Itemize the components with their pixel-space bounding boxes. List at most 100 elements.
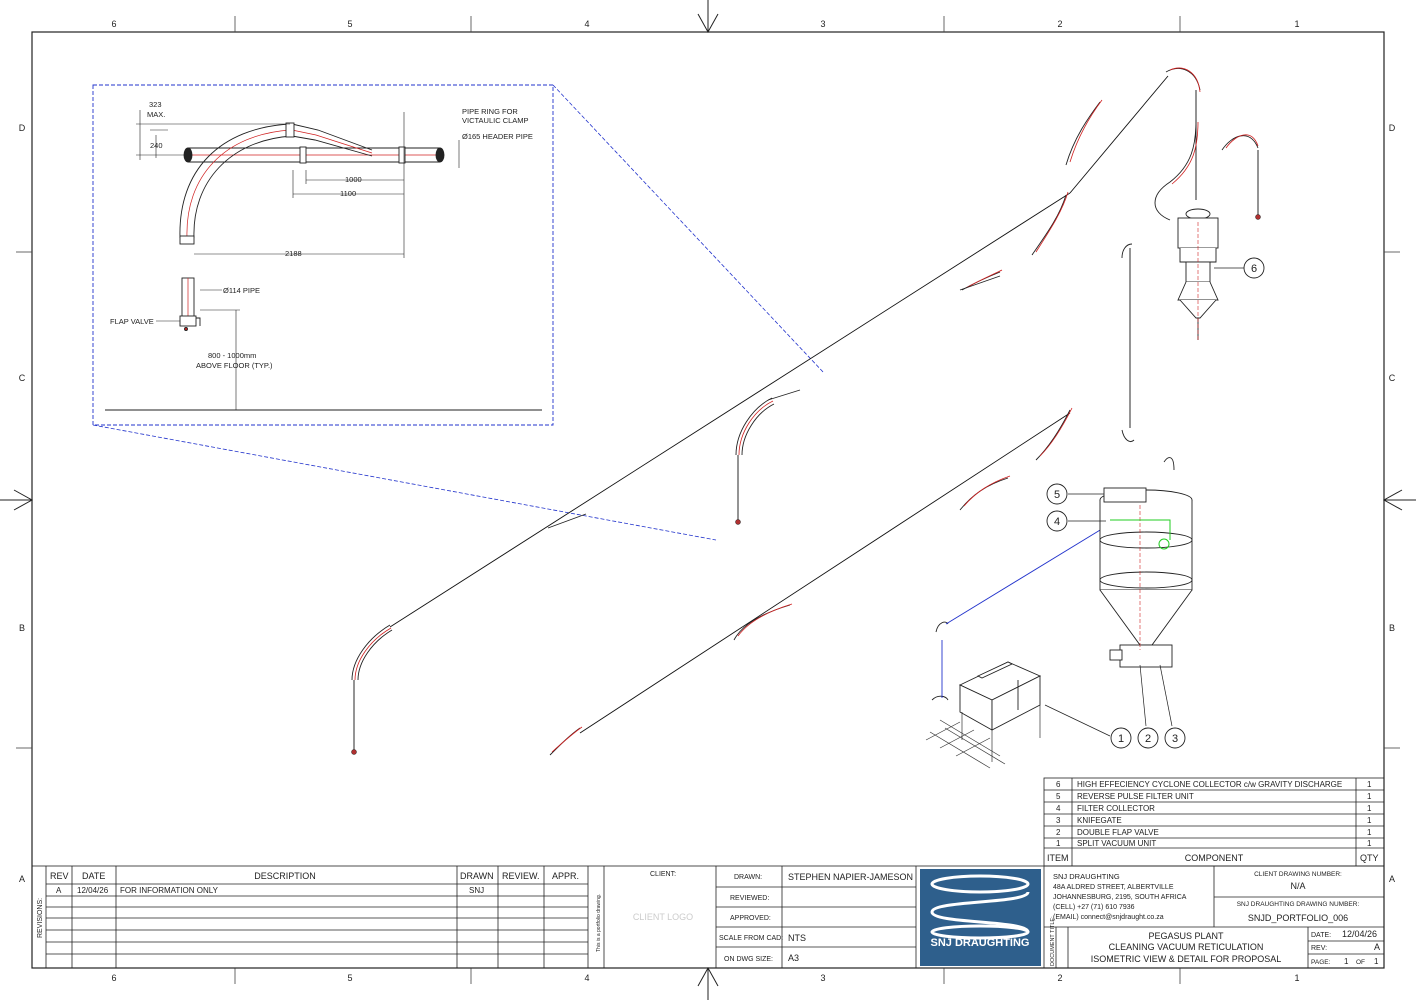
balloon-1: 1 [1118, 733, 1124, 745]
detail-bend [179, 122, 373, 245]
page-value: 1 [1344, 957, 1349, 966]
page-label: PAGE: [1311, 959, 1331, 966]
rev-label: REV: [1311, 945, 1327, 952]
rev-col-appr: APPR. [552, 871, 579, 881]
bom-qty-4: 1 [1367, 804, 1372, 813]
balloon-leaders [1044, 267, 1244, 737]
detail-view: 323 MAX. 240 PIPE RING FOR VICTAULIC CLA… [92, 84, 825, 541]
company-email: (EMAIL) connect@snjdraught.co.za [1053, 914, 1164, 921]
pipe-bends [351, 67, 1259, 756]
dwg-size-value: A3 [788, 953, 799, 963]
col-label-top-5: 5 [347, 19, 352, 29]
label-flap-valve: FLAP VALVE [110, 317, 154, 326]
row-label-left-d: D [19, 123, 26, 133]
detail-leader-bottom [92, 424, 717, 541]
company-addr2: JOHANNESBURG, 2195, SOUTH AFRICA [1053, 894, 1187, 901]
split-vacuum-unit [925, 661, 1042, 769]
snj-drawing-number: SNJD_PORTFOLIO_006 [1248, 913, 1348, 923]
cyclone-collector [1177, 208, 1219, 340]
filter-collector [1099, 487, 1193, 668]
label-pipe-ring-2: VICTAULIC CLAMP [462, 116, 529, 125]
detail-dimensions [136, 110, 460, 410]
col-label-bottom-1: 1 [1294, 973, 1299, 983]
info-fields: DRAWN: STEPHEN NAPIER-JAMESON REVIEWED: … [719, 872, 913, 963]
reviewed-label: REVIEWED: [730, 895, 769, 902]
drawing-numbers: CLIENT DRAWING NUMBER: N/A SNJ DRAUGHTIN… [1237, 871, 1360, 923]
title-line-3: ISOMETRIC VIEW & DETAIL FOR PROPOSAL [1091, 954, 1282, 964]
scale-value: NTS [788, 933, 806, 943]
balloon-3: 3 [1172, 733, 1178, 745]
balloon-numbers: 1 2 3 4 5 6 [1054, 263, 1257, 745]
row-label-right-d: D [1389, 123, 1396, 133]
row-label-left-a: A [19, 874, 25, 884]
col-label-bottom-6: 6 [111, 973, 116, 983]
col-label-bottom-5: 5 [347, 973, 352, 983]
rev-a-description: FOR INFORMATION ONLY [120, 886, 219, 895]
portfolio-note: This is a portfolio drawing. [596, 894, 602, 952]
client-drawing-number: N/A [1290, 881, 1305, 891]
balloon-2: 2 [1145, 733, 1151, 745]
detail-header-pipe [183, 146, 445, 164]
company-cell: (CELL) +27 (71) 610 7936 [1053, 904, 1135, 911]
bom-header-item: ITEM [1047, 853, 1069, 863]
bom-header-component: COMPONENT [1185, 853, 1244, 863]
bom-qty-5: 1 [1367, 792, 1372, 801]
pipe-end-caps [351, 214, 1261, 755]
rev-col-drawn: DRAWN [460, 871, 494, 881]
company-details: SNJ DRAUGHTING 48A ALDRED STREET, ALBERT… [1053, 872, 1187, 921]
bom-item-6: 6 [1056, 780, 1061, 789]
balloon-4: 4 [1054, 516, 1060, 528]
bom-qty-3: 1 [1367, 816, 1372, 825]
drawn-value: STEPHEN NAPIER-JAMESON [788, 872, 913, 882]
title-line-1: PEGASUS PLANT [1148, 931, 1224, 941]
label-floor-2: ABOVE FLOOR (TYP.) [196, 361, 273, 370]
snj-drawing-number-label: SNJ DRAUGHTING DRAWING NUMBER: [1237, 901, 1360, 908]
bom-item-2: 2 [1056, 828, 1061, 837]
detail-frame [92, 84, 554, 426]
document-title: DOCUMENT TITLE: PEGASUS PLANT CLEANING V… [1050, 916, 1380, 966]
label-pipe-ring-1: PIPE RING FOR [462, 107, 518, 116]
detail-annotations: 323 MAX. 240 PIPE RING FOR VICTAULIC CLA… [110, 100, 533, 370]
dim-max: MAX. [147, 110, 165, 119]
page-of-label: OF [1356, 959, 1365, 966]
detail-leader-top [552, 84, 825, 374]
balloon-5: 5 [1054, 489, 1060, 501]
title-line-2: CLEANING VACUUM RETICULATION [1109, 942, 1264, 952]
rev-col-rev: REV [50, 871, 69, 881]
bom-comp-4: FILTER COLLECTOR [1077, 804, 1155, 813]
bom-comp-2: DOUBLE FLAP VALVE [1077, 828, 1159, 837]
rev-value: A [1374, 942, 1380, 952]
label-pipe-114: Ø114 PIPE [223, 286, 260, 295]
label-floor-1: 800 - 1000mm [208, 351, 256, 360]
col-label-top-4: 4 [584, 19, 589, 29]
company-logo: SNJ DRAUGHTING [920, 869, 1041, 966]
col-label-top-3: 3 [820, 19, 825, 29]
bom-item-4: 4 [1056, 804, 1061, 813]
dim-240: 240 [150, 141, 163, 150]
label-header-pipe: Ø165 HEADER PIPE [462, 132, 533, 141]
scale-label: SCALE FROM CAD: [719, 935, 783, 942]
bom-comp-6: HIGH EFFECIENCY CYCLONE COLLECTOR c/w GR… [1077, 780, 1342, 789]
client-logo-placeholder: CLIENT LOGO [633, 912, 693, 922]
rev-a: A [56, 886, 62, 895]
bom-item-3: 3 [1056, 816, 1061, 825]
col-label-top-1: 1 [1294, 19, 1299, 29]
isometric-pipework [351, 67, 1261, 756]
col-label-bottom-2: 2 [1057, 973, 1062, 983]
bom-qty-6: 1 [1367, 780, 1372, 789]
company-logo-text: SNJ DRAUGHTING [930, 937, 1029, 949]
bom-item-1: 1 [1056, 839, 1061, 848]
row-label-left-c: C [19, 373, 26, 383]
dim-1000: 1000 [345, 175, 362, 184]
client-label: CLIENT: [650, 871, 676, 878]
row-label-right-b: B [1389, 623, 1395, 633]
rev-a-drawn: SNJ [469, 886, 484, 895]
zone-labels: 6 5 4 3 2 1 6 5 4 3 2 1 D C B A D C B A [19, 19, 1396, 983]
bom-qty-2: 1 [1367, 828, 1372, 837]
bom-header-qty: QTY [1360, 853, 1379, 863]
col-label-bottom-4: 4 [584, 973, 589, 983]
row-label-left-b: B [19, 623, 25, 633]
bom-qty-1: 1 [1367, 839, 1372, 848]
